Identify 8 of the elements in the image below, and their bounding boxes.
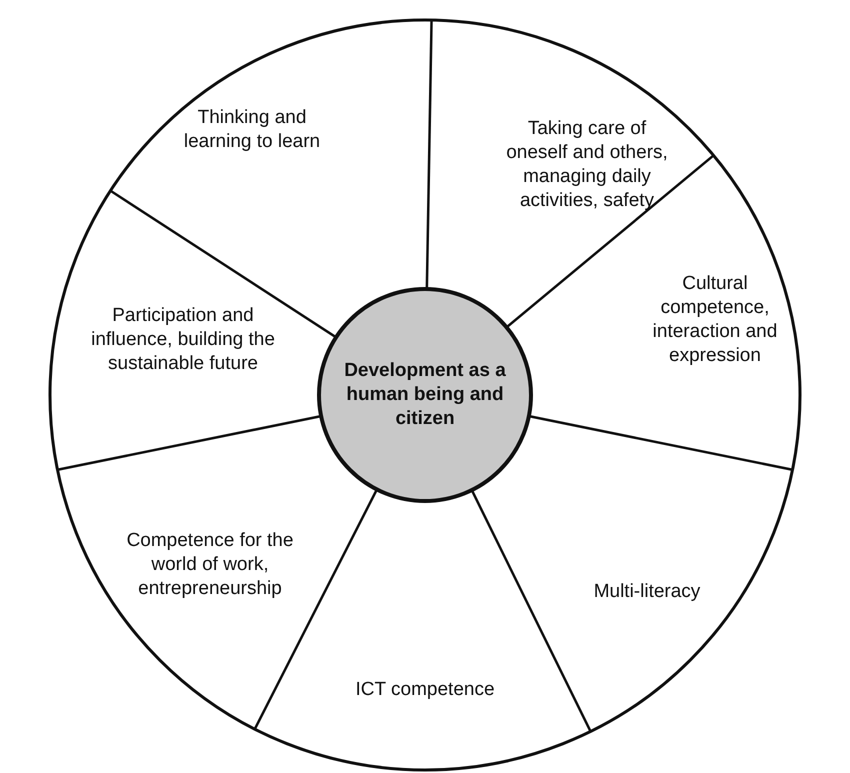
center-label: Development as a human being and citizen bbox=[343, 359, 507, 431]
segment-label: Thinking and learning to learn bbox=[172, 106, 332, 154]
segment-label: Multi-literacy bbox=[567, 580, 727, 604]
segment-label: Participation and influence, building the sustainable future bbox=[88, 304, 278, 376]
segment-label: ICT competence bbox=[330, 678, 520, 702]
segment-label: Competence for the world of work, entrepreneurship bbox=[110, 529, 310, 601]
segment-label: Taking care of oneself and others, managing daily activities, safety bbox=[497, 117, 677, 213]
segment-label: Cultural competence, interaction and expression bbox=[635, 272, 795, 368]
